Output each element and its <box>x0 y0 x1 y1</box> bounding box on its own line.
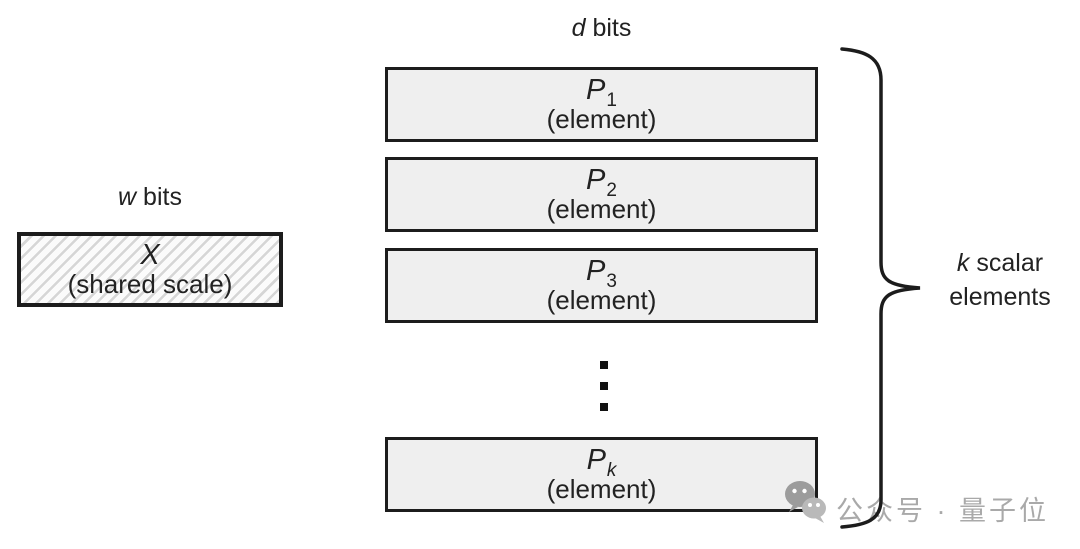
element-box-p2: P2 (element) <box>385 157 818 232</box>
element-box-p1-caption: (element) <box>546 104 657 135</box>
k-scalar-elements-label: k scalar elements <box>920 247 1080 314</box>
w-unit: bits <box>143 183 182 211</box>
p3-subscript: 3 <box>606 270 617 292</box>
pk-subscript: k <box>606 459 617 481</box>
p2-subscript: 2 <box>606 179 617 201</box>
element-box-p3-caption: (element) <box>546 285 657 316</box>
w-bits-label: w bits <box>17 183 283 212</box>
ellipsis-dot <box>600 382 608 390</box>
pk-variable: P <box>586 443 606 476</box>
element-box-p3-title: P3 <box>586 254 617 292</box>
p1-variable: P <box>586 73 606 106</box>
k-label-line1: k scalar <box>920 247 1080 281</box>
shared-scale-caption: (shared scale) <box>67 268 233 299</box>
wechat-icon <box>785 481 826 523</box>
vertical-ellipsis <box>600 361 608 411</box>
element-box-pk-title: Pk <box>586 443 617 481</box>
k-label-line2: elements <box>949 282 1051 311</box>
d-unit: bits <box>592 14 632 42</box>
shared-scale-box: X (shared scale) <box>17 232 283 307</box>
element-box-pk: Pk (element) <box>385 437 818 512</box>
element-box-p1-title: P1 <box>586 73 617 111</box>
d-bits-label: d bits <box>385 14 818 43</box>
element-box-pk-caption: (element) <box>546 474 657 505</box>
watermark-text: 公众号 · 量子位 <box>836 496 1049 526</box>
ellipsis-dot <box>600 361 608 369</box>
p2-variable: P <box>586 163 606 196</box>
element-box-p3: P3 (element) <box>385 248 818 323</box>
k-variable: k <box>956 249 970 277</box>
p3-variable: P <box>586 254 606 287</box>
w-variable: w <box>118 183 137 211</box>
element-box-p1: P1 (element) <box>385 67 818 142</box>
element-box-p2-title: P2 <box>586 163 617 201</box>
k-label-rest: scalar <box>976 249 1044 277</box>
element-box-p2-caption: (element) <box>546 194 657 225</box>
p1-subscript: 1 <box>606 89 617 111</box>
d-variable: d <box>571 14 586 42</box>
ellipsis-dot <box>600 403 608 411</box>
curly-brace-path <box>840 47 921 529</box>
shared-scale-variable: X <box>140 238 160 271</box>
